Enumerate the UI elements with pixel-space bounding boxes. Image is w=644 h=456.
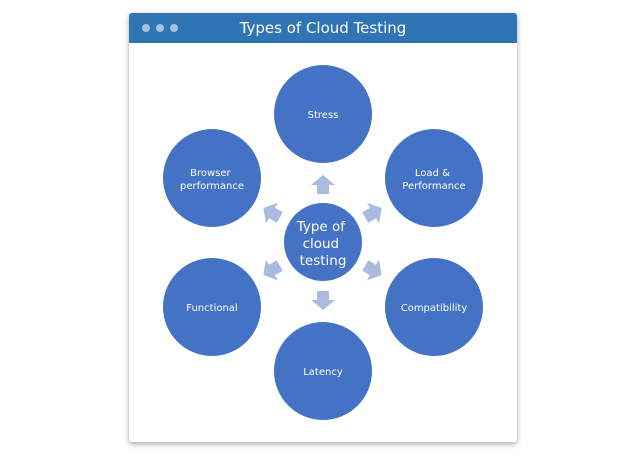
arrow-to-browser-performance [263,202,283,224]
node-compatibility: Compatibility [385,258,483,356]
center-node: Type of cloud testing [284,203,362,281]
center-label: Type of cloud testing [296,219,350,269]
node-latency-label: Latency [303,367,343,378]
arrow-to-stress [311,175,335,194]
node-load-performance-label: Load & Performance [402,168,465,192]
node-functional-label: Functional [186,303,237,314]
center-circle [284,203,362,281]
node-stress-label: Stress [308,110,339,121]
window-title: Types of Cloud Testing [239,19,407,37]
window-control-dot-icon[interactable] [142,24,150,32]
arrow-to-latency [311,291,335,310]
window-control-dot-icon[interactable] [156,24,164,32]
node-compatibility-label: Compatibility [401,303,468,314]
node-browser-performance: Browser performance [163,129,261,227]
arrow-to-functional [263,259,283,281]
title-bar: Types of Cloud Testing [129,13,517,43]
node-latency: Latency [274,322,372,420]
window-control-dot-icon[interactable] [170,24,178,32]
node-load-performance: Load & Performance [385,129,483,227]
arrow-to-compatibility [362,259,382,281]
node-browser-performance-label: Browser performance [180,168,244,192]
arrow-to-load-performance [362,202,382,224]
node-stress: Stress [274,65,372,163]
node-functional: Functional [163,258,261,356]
